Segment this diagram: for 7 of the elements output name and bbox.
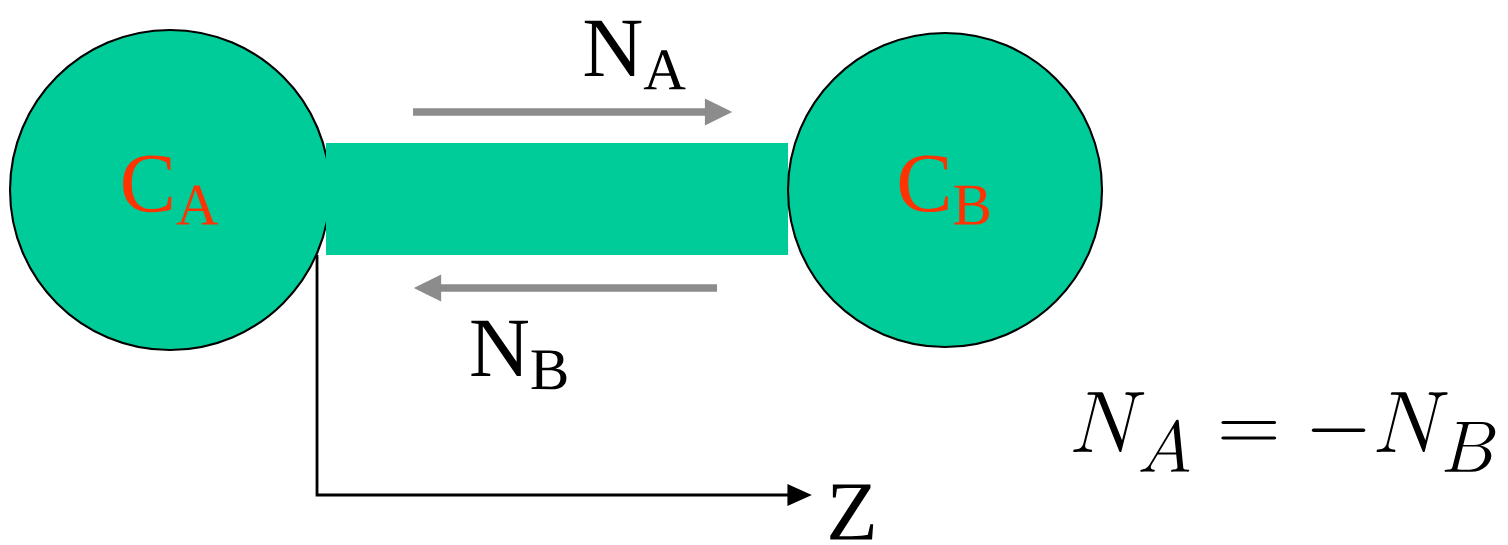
flux-label: N$_{A}$	[584, 20, 686, 90]
bulb: C$_{A}$	[8, 28, 332, 352]
connecting-tube	[326, 143, 788, 255]
equation: $N_A=-N_B$	[1073, 392, 1496, 472]
bulb: C$_{B}$	[786, 31, 1104, 349]
flux-label: N$_{B}$	[471, 320, 567, 390]
axis-label: Z	[830, 484, 874, 540]
